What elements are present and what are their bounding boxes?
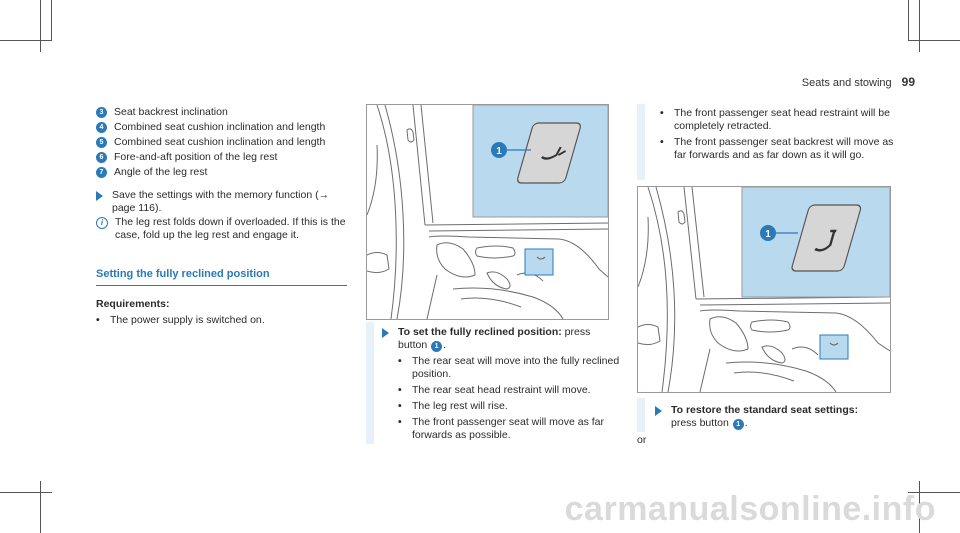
bullet-icon: • [398,400,402,412]
step-bar [637,398,645,432]
number-badge: 5 [96,137,107,148]
list-item: • The front passenger seat head restraint… [660,107,900,133]
crop-mark [908,492,960,493]
bullet-icon: • [660,107,664,119]
running-header: Seats and stowing 99 [802,75,915,89]
callout-number: 1 [765,229,771,240]
action-arrow-icon [655,406,662,416]
action-end: . [443,339,447,351]
step-bar [366,322,374,444]
crop-mark [51,0,52,41]
crop-mark [919,0,920,52]
column-3-top: • The front passenger seat head restraint… [660,104,900,162]
header-section: Seats and stowing [801,77,892,89]
bullet-text: The front passenger seat will move as fa… [412,416,605,441]
list-item-text: Seat backrest inclination [114,106,228,118]
info-icon: i [96,217,108,229]
bullet-text: The front passenger seat head restraint … [674,107,890,132]
callout-number: 1 [496,146,502,157]
bullet-icon: • [398,416,402,428]
requirements-title: Requirements: [96,298,170,310]
page-number: 99 [901,75,915,89]
figure-door-panel-1: 1 [366,104,609,320]
column-2: To set the fully reclined position: pres… [382,326,622,442]
action-step: To restore the standard seat settings:pr… [655,404,895,430]
column-3-bottom: To restore the standard seat settings:pr… [655,404,895,430]
crop-mark [0,40,52,41]
action-rest: press button [398,326,591,351]
number-badge: 1 [732,419,744,430]
action-arrow-icon [382,328,389,338]
step-bar [637,104,645,180]
action-text: To restore the standard seat settings:pr… [671,404,858,430]
bullet-text: The leg rest will rise. [412,400,508,412]
bullet-icon: • [398,355,402,367]
list-item: • The rear seat head restraint will move. [398,384,622,397]
bullet-text: The front passenger seat backrest will m… [674,136,894,161]
action-step: To set the fully reclined position: pres… [382,326,622,352]
number-badge: 4 [96,122,107,133]
crop-mark [908,0,909,41]
section-title: Setting the fully reclined position [96,268,347,286]
list-item: • The power supply is switched on. [96,314,351,327]
action-step: Save the settings with the memory functi… [96,189,351,215]
list-item-text: Angle of the leg rest [114,166,208,178]
number-badge: 7 [96,167,107,178]
bullet-text: The rear seat head restraint will move. [412,384,591,396]
action-text: Save the settings with the memory functi… [112,189,330,214]
door-panel-illustration: 1 [638,187,890,392]
list-item-text: Combined seat cushion inclination and le… [114,136,326,148]
list-item: 6 Fore-and-aft position of the leg rest [96,151,351,164]
list-item: • The front passenger seat will move as f… [398,416,622,442]
list-item-text: Combined seat cushion inclination and le… [114,121,326,133]
or-text: or [637,434,647,446]
action-label: To restore the standard seat settings: [671,404,859,416]
bullet-text: The power supply is switched on. [110,314,265,326]
door-panel-illustration: 1 [367,105,608,319]
watermark: carmanualsonline.info [564,490,936,528]
bullet-text: The rear seat will move into the fully r… [412,355,620,380]
list-item: • The leg rest will rise. [398,400,622,413]
crop-mark [40,481,41,533]
crop-mark [0,492,52,493]
action-text: To set the fully reclined position: pres… [398,326,622,352]
crop-mark [40,0,41,52]
list-item: 7 Angle of the leg rest [96,166,351,179]
list-item-text: Fore-and-aft position of the leg rest [114,151,278,163]
number-badge: 6 [96,152,107,163]
bullet-icon: • [398,384,402,396]
action-arrow-icon [96,191,103,201]
list-item: • The rear seat will move into the fully … [398,355,622,381]
list-item: 3 Seat backrest inclination [96,106,351,119]
bullet-icon: • [660,136,664,148]
action-rest: press button [671,417,732,429]
callout-badge [760,225,776,241]
list-item: 5 Combined seat cushion inclination and l… [96,136,351,149]
action-end: . [744,417,748,429]
crop-mark [919,481,920,533]
number-badge: 1 [431,341,443,352]
list-item: • The front passenger seat backrest will … [660,136,900,162]
callout-badge [491,142,507,158]
action-label: To set the fully reclined position: [398,326,562,338]
bullet-icon: • [96,314,100,326]
info-note: i The leg rest folds down if overloaded. … [96,216,351,242]
note-text: The leg rest folds down if overloaded. I… [115,216,346,241]
figure-door-panel-2: 1 [637,186,891,393]
crop-mark [908,40,960,41]
number-badge: 3 [96,107,107,118]
list-item: 4 Combined seat cushion inclination and l… [96,121,351,134]
